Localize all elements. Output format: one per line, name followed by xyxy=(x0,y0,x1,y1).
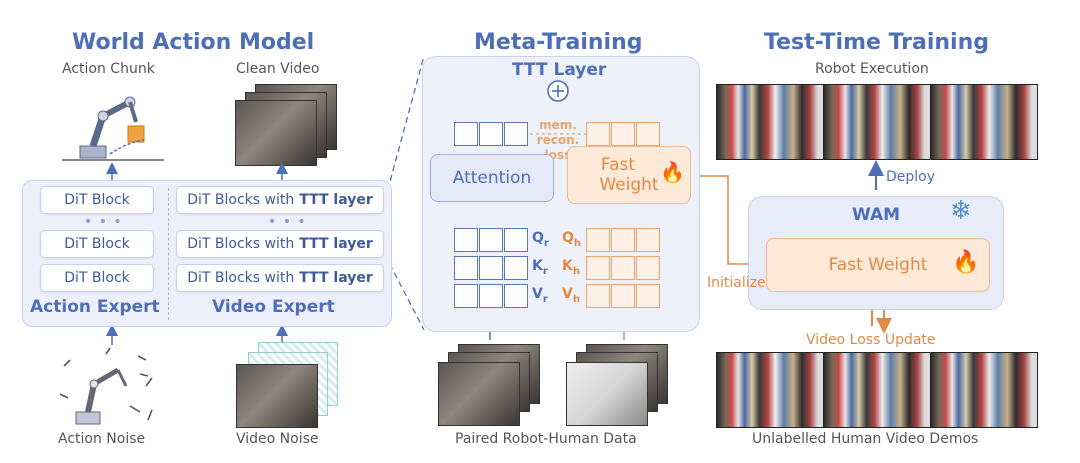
initialize-label: Initialize xyxy=(707,275,766,291)
ttt-fast-weight-box: Fast Weight xyxy=(766,238,990,292)
paired-data-label: Paired Robot-Human Data xyxy=(455,431,637,447)
action-expert-label: Action Expert xyxy=(30,297,160,317)
output-cell-orange xyxy=(636,122,660,146)
human-data-frame-1 xyxy=(566,362,648,426)
v-r-label: Vr xyxy=(532,286,548,305)
plus-circle-icon xyxy=(547,80,569,102)
qkv-cell-orange xyxy=(636,284,660,308)
q-r-label: Qr xyxy=(532,230,549,249)
wam-label: WAM xyxy=(852,205,901,225)
action-noise-label: Action Noise xyxy=(58,431,146,447)
ttt-section-title: Test-Time Training xyxy=(764,30,990,55)
human-demo-frame-3 xyxy=(930,352,1038,428)
dit-dots-left: • • • xyxy=(84,214,123,230)
qkv-cell-orange xyxy=(611,256,635,280)
qkv-cell-blue xyxy=(479,256,503,280)
action-chunk-label: Action Chunk xyxy=(62,61,155,77)
qkv-cell-orange xyxy=(611,284,635,308)
qkv-cell-orange xyxy=(586,284,610,308)
robot-exec-frame-1 xyxy=(716,84,824,160)
video-noise-frame-1 xyxy=(236,364,318,428)
video-noise-label: Video Noise xyxy=(236,431,319,447)
meta-section-title: Meta-Training xyxy=(474,30,643,55)
attention-box: Attention xyxy=(430,154,554,202)
output-cell-blue xyxy=(454,122,478,146)
robot-data-frame-1 xyxy=(438,362,520,426)
fire-icon: 🔥 xyxy=(660,160,685,184)
video-expert-label: Video Expert xyxy=(212,297,335,317)
qkv-cell-orange xyxy=(611,228,635,252)
deploy-label: Deploy xyxy=(886,169,936,185)
qkv-cell-blue xyxy=(479,228,503,252)
fire-icon: 🔥 xyxy=(952,250,980,275)
output-cell-blue xyxy=(479,122,503,146)
clean-video-label: Clean Video xyxy=(236,61,320,77)
qkv-cell-blue xyxy=(479,284,503,308)
v-h-label: Vh xyxy=(562,286,580,305)
snowflake-icon: ❄ xyxy=(950,196,972,226)
expert-divider xyxy=(168,188,169,320)
action-noise-robot-icon xyxy=(59,347,153,425)
dit-dots-right: • • • xyxy=(268,214,307,230)
robot-exec-frame-2 xyxy=(823,84,931,160)
mem-loss-arrow xyxy=(530,133,586,135)
robot-exec-frame-3 xyxy=(930,84,1038,160)
output-cell-blue xyxy=(504,122,528,146)
human-demo-frame-1 xyxy=(716,352,824,428)
dit-block-3: DiT Block xyxy=(40,264,154,292)
robot-execution-label: Robot Execution xyxy=(815,61,929,77)
video-loss-update-label: Video Loss Update xyxy=(806,332,936,348)
qkv-cell-orange xyxy=(636,256,660,280)
qkv-cell-orange xyxy=(636,228,660,252)
k-r-label: Kr xyxy=(532,258,548,277)
qkv-cell-blue xyxy=(504,228,528,252)
qkv-cell-blue xyxy=(504,256,528,280)
output-cell-orange xyxy=(611,122,635,146)
qkv-cell-orange xyxy=(586,256,610,280)
q-h-label: Qh xyxy=(562,230,582,249)
k-h-label: Kh xyxy=(562,258,580,277)
qkv-cell-blue xyxy=(454,228,478,252)
robot-arm-icon xyxy=(62,96,164,161)
output-cell-orange xyxy=(586,122,610,146)
ttt-layer-title: TTT Layer xyxy=(512,60,607,80)
fast-weight-box: Fast Weight xyxy=(567,146,691,204)
dit-block-1: DiT Block xyxy=(40,186,154,214)
qkv-cell-orange xyxy=(586,228,610,252)
human-demo-frame-2 xyxy=(823,352,931,428)
qkv-cell-blue xyxy=(454,256,478,280)
qkv-cell-blue xyxy=(504,284,528,308)
unlabelled-demos-label: Unlabelled Human Video Demos xyxy=(752,431,979,447)
wam-section-title: World Action Model xyxy=(72,30,315,55)
dit-block-2: DiT Block xyxy=(40,230,154,258)
qkv-cell-blue xyxy=(454,284,478,308)
